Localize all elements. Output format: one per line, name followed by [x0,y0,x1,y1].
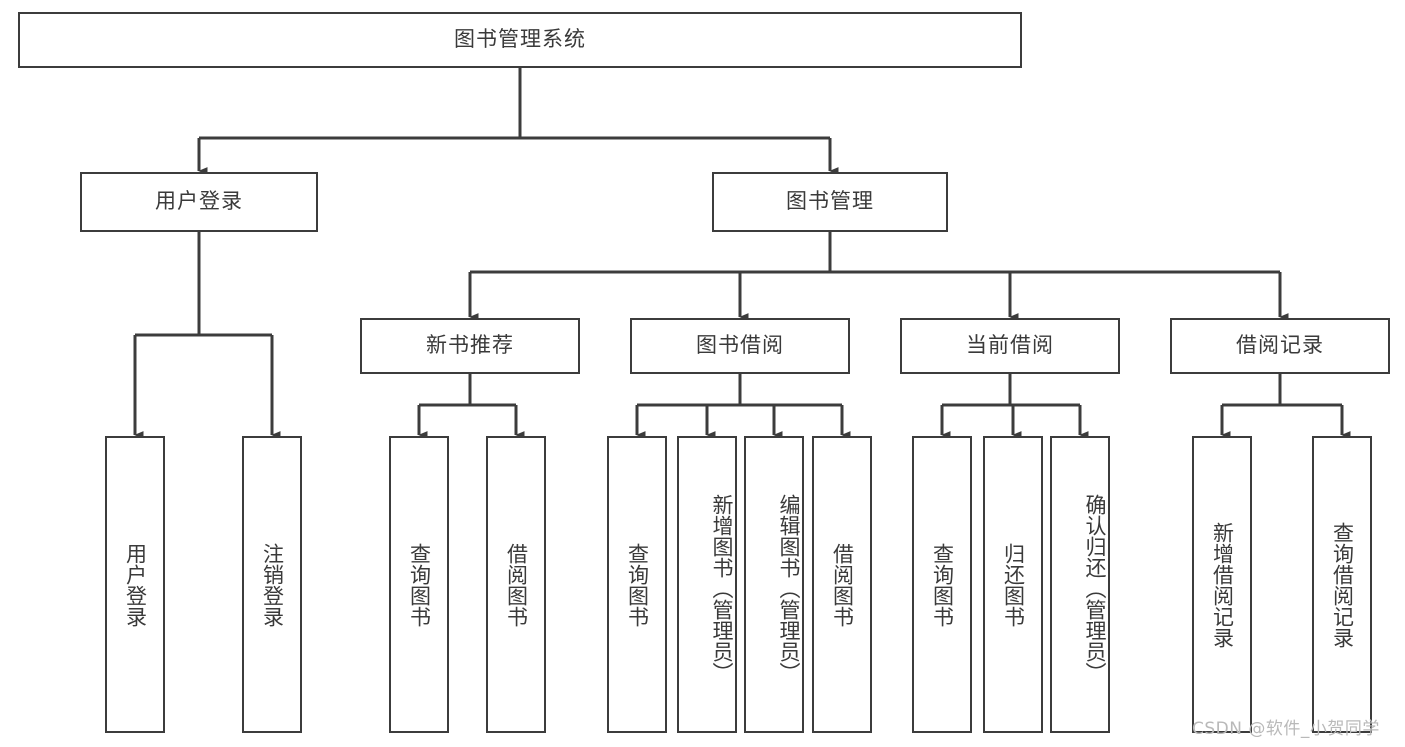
node-leaf-add-book[interactable]: 新增图书（管理员） [677,436,737,733]
node-root[interactable]: 图书管理系统 [18,12,1022,68]
node-label: 借阅记录 [1236,333,1324,358]
node-label: 查询图书 [625,542,650,627]
node-label: 借阅图书 [830,542,855,627]
node-leaf-query-book-3[interactable]: 查询图书 [912,436,972,733]
node-label: 新书推荐 [426,333,514,358]
node-l3-borrow-record[interactable]: 借阅记录 [1170,318,1390,374]
node-leaf-query-book-1[interactable]: 查询图书 [389,436,449,733]
node-label: 用户登录 [123,542,148,627]
node-l3-current-borrow[interactable]: 当前借阅 [900,318,1120,374]
node-l3-new-book-rec[interactable]: 新书推荐 [360,318,580,374]
node-leaf-borrow-book-1[interactable]: 借阅图书 [486,436,546,733]
node-label: 新增借阅记录 [1210,521,1235,648]
node-leaf-edit-book[interactable]: 编辑图书（管理员） [744,436,804,733]
node-label: 注销登录 [260,542,285,627]
node-label: 用户登录 [155,189,243,214]
node-label: 查询借阅记录 [1330,521,1355,648]
node-leaf-confirm-return[interactable]: 确认归还（管理员） [1050,436,1110,733]
node-label: 归还图书 [1001,542,1026,627]
node-label: 当前借阅 [966,333,1054,358]
node-leaf-add-record[interactable]: 新增借阅记录 [1192,436,1252,733]
node-leaf-user-login[interactable]: 用户登录 [105,436,165,733]
node-label: 图书管理系统 [454,27,586,52]
node-leaf-logout[interactable]: 注销登录 [242,436,302,733]
node-l3-book-borrow[interactable]: 图书借阅 [630,318,850,374]
node-label: 借阅图书 [504,542,529,627]
node-label: 图书借阅 [696,333,784,358]
node-l2-user-login[interactable]: 用户登录 [80,172,318,232]
node-leaf-query-record[interactable]: 查询借阅记录 [1312,436,1372,733]
node-l2-book-manage[interactable]: 图书管理 [712,172,948,232]
node-label: 图书管理 [786,189,874,214]
node-leaf-query-book-2[interactable]: 查询图书 [607,436,667,733]
watermark: CSDN @软件_小贺同学 [1192,719,1380,739]
node-label: 编辑图书（管理员） [777,494,801,683]
node-leaf-return-book[interactable]: 归还图书 [983,436,1043,733]
node-label: 新增图书（管理员） [710,494,734,683]
node-leaf-borrow-book-2[interactable]: 借阅图书 [812,436,872,733]
node-label: 确认归还（管理员） [1083,494,1107,683]
node-label: 查询图书 [407,542,432,627]
node-label: 查询图书 [930,542,955,627]
